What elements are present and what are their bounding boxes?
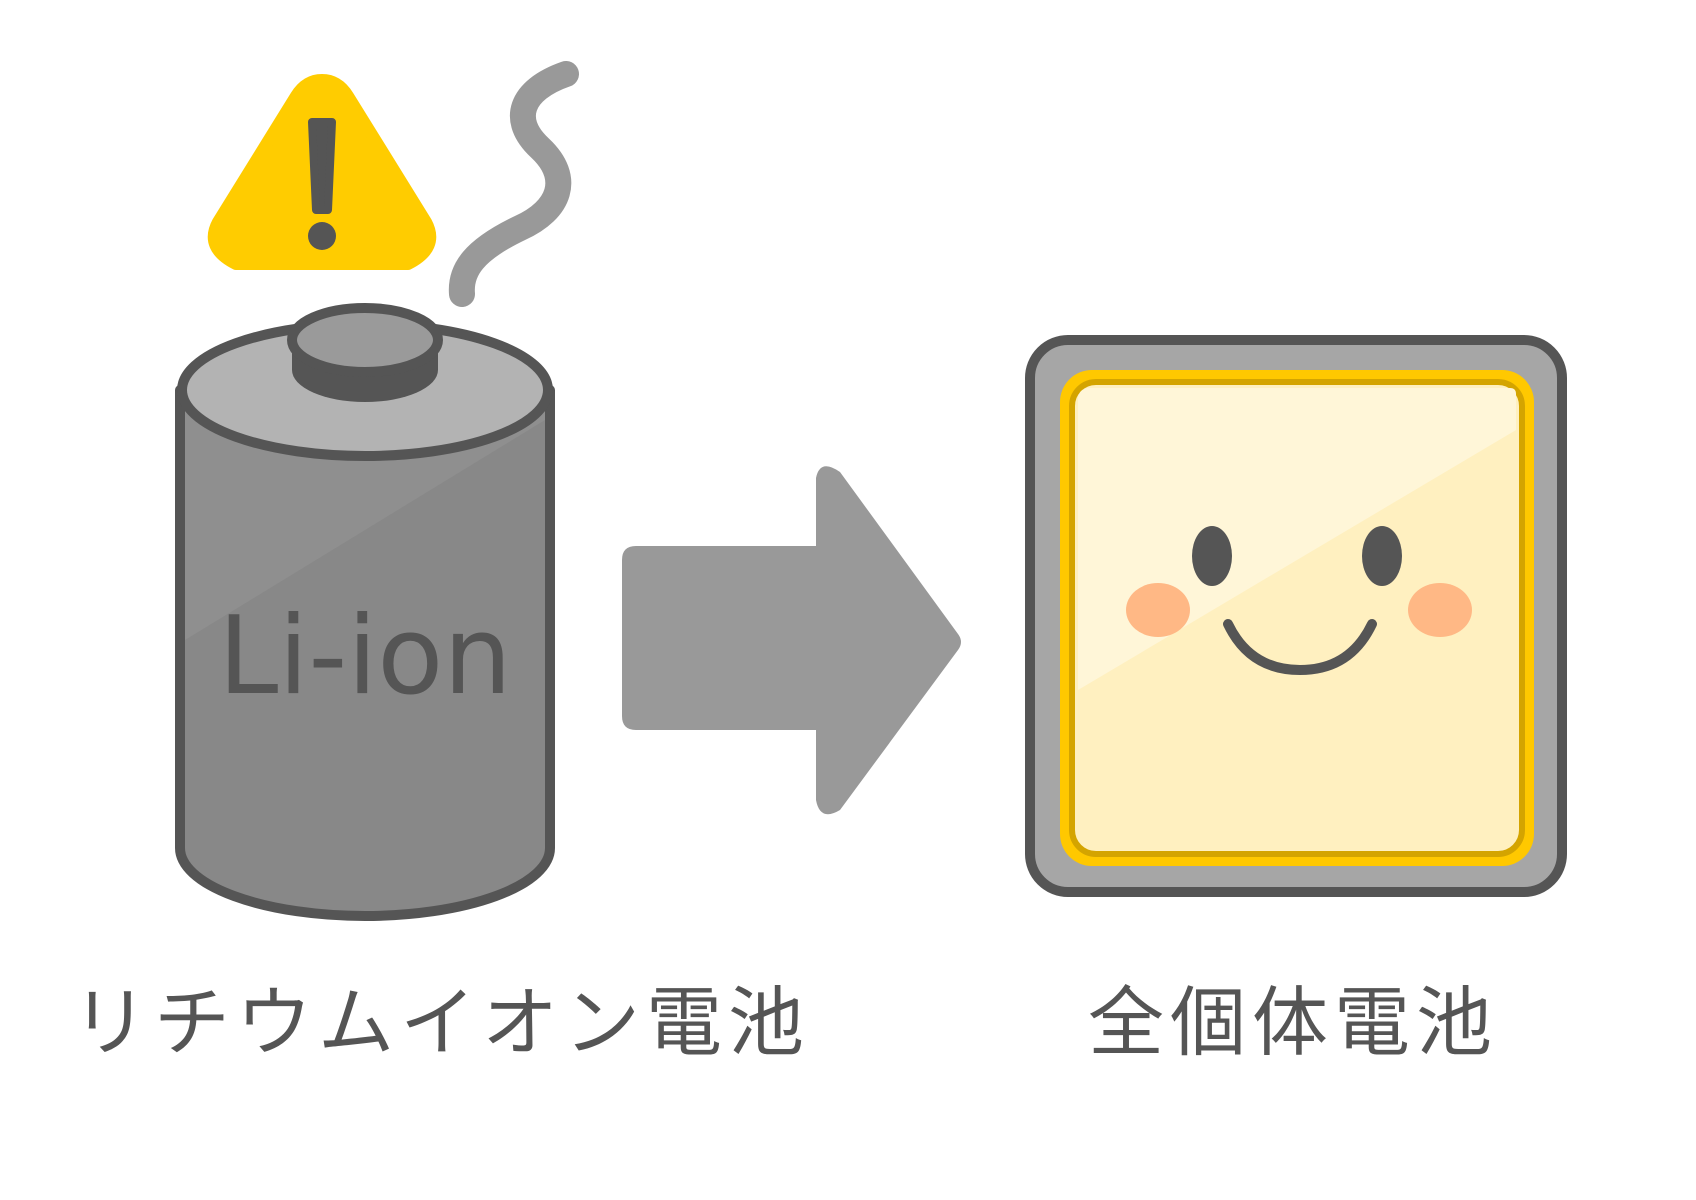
smiling-solid-state-battery-icon xyxy=(1025,335,1567,897)
cylindrical-battery-icon xyxy=(175,303,555,921)
solid-state-caption: 全個体電池 xyxy=(1088,978,1498,1067)
right-arrow-icon xyxy=(622,466,961,815)
li-ion-caption: リチウムイオン電池 xyxy=(72,978,810,1067)
smoke-wisp-icon xyxy=(448,61,579,307)
battery-label: Li-ion xyxy=(218,594,512,719)
warning-triangle-icon xyxy=(207,74,437,270)
